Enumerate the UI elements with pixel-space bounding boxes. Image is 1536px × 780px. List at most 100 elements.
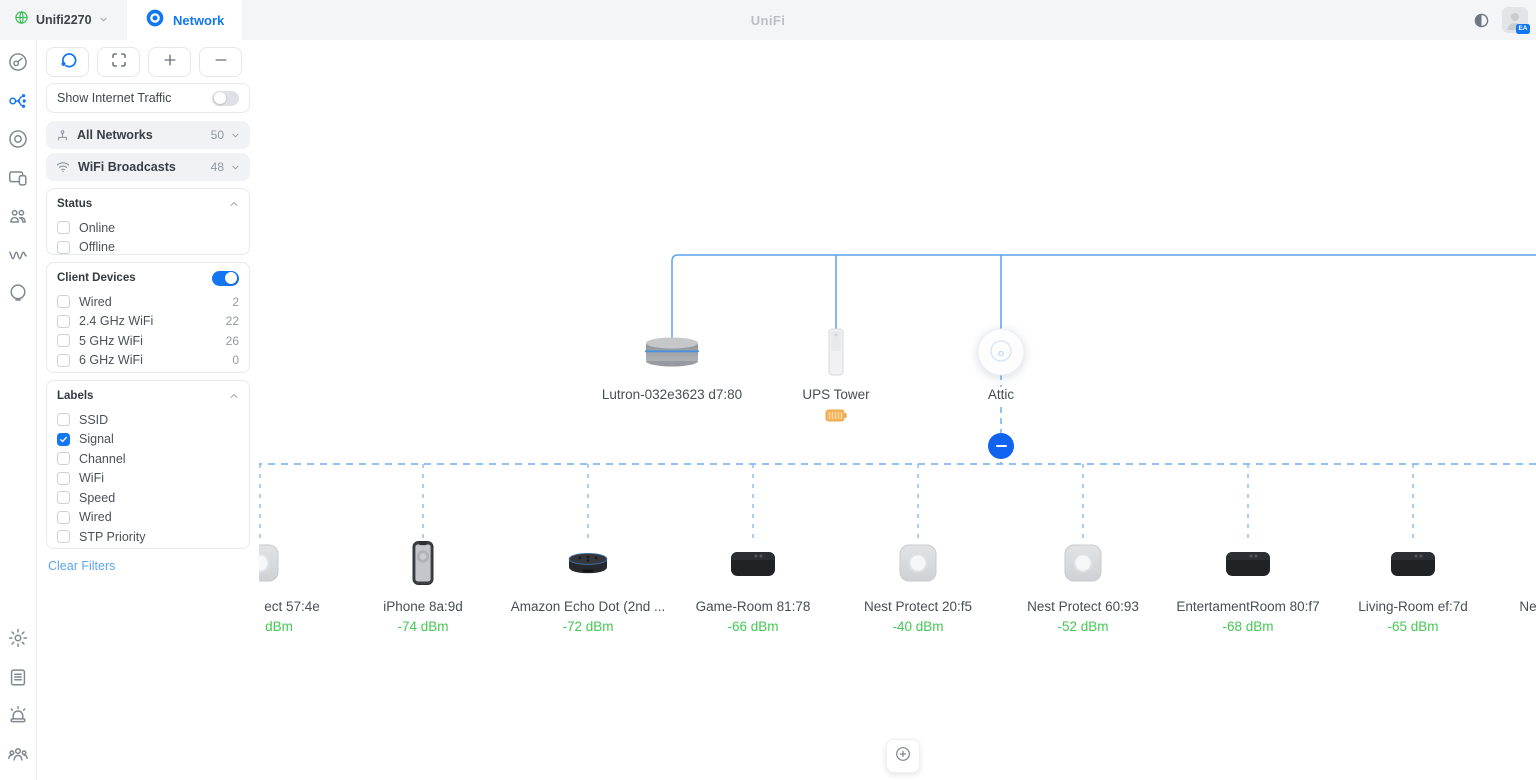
zoom-in-button[interactable] <box>148 47 191 77</box>
device-node-access-point[interactable] <box>977 328 1025 376</box>
dropdown-label: All Networks <box>77 128 153 142</box>
checkbox-6-ghz-wifi[interactable] <box>57 353 70 367</box>
recenter-icon <box>58 50 78 75</box>
rail-settings-gear-icon[interactable] <box>5 626 31 650</box>
option-label: WiFi <box>79 471 104 486</box>
canvas-toolbar <box>46 47 242 77</box>
rail-alerts-icon[interactable] <box>5 703 31 727</box>
show-internet-traffic-toggle[interactable] <box>212 90 239 106</box>
topbar: Unifi2270 Network UniFi EA <box>0 0 1536 40</box>
filter-option-wired: Wired <box>57 508 239 528</box>
checkbox-wired[interactable] <box>57 295 70 309</box>
chevron-down-icon <box>231 131 240 140</box>
filter-option-ssid: SSID <box>57 410 239 430</box>
section-title: Status <box>57 198 93 210</box>
checkbox-2-4-ghz-wifi[interactable] <box>57 314 70 328</box>
rail-clients-icon[interactable] <box>5 166 31 190</box>
device-label: UPS Tower <box>797 387 875 402</box>
checkbox-wifi[interactable] <box>57 471 70 485</box>
collapse-branch-button[interactable] <box>988 433 1014 459</box>
device-node-ups-tower[interactable] <box>828 328 844 376</box>
show-internet-traffic-label: Show Internet Traffic <box>57 91 172 105</box>
add-to-topology-button[interactable] <box>886 739 920 773</box>
tab-network-label: Network <box>173 12 225 28</box>
filter-option-stp-priority: STP Priority <box>57 527 239 547</box>
recenter-button[interactable] <box>46 47 89 77</box>
option-count: 2 <box>232 294 239 309</box>
site-selector[interactable]: Unifi2270 <box>14 0 108 40</box>
chevron-up-icon[interactable] <box>229 199 239 209</box>
site-name: Unifi2270 <box>36 13 92 27</box>
checkbox-channel[interactable] <box>57 452 70 466</box>
rail-system-log-icon[interactable] <box>5 665 31 689</box>
option-label: Offline <box>79 240 115 255</box>
rail-topology-icon[interactable] <box>5 89 31 113</box>
avatar[interactable]: EA <box>1502 7 1530 34</box>
checkbox-offline[interactable] <box>57 240 70 254</box>
filter-option-channel: Channel <box>57 449 239 469</box>
fullscreen-button[interactable] <box>97 47 140 77</box>
zoom-out-button[interactable] <box>199 47 242 77</box>
option-label: Channel <box>79 451 126 466</box>
client-signal-dbm: -66 dBm <box>727 619 779 634</box>
rail-insights-icon[interactable] <box>5 243 31 267</box>
client-node-nest-protect[interactable] <box>899 544 937 582</box>
filter-option-speed: Speed <box>57 488 239 508</box>
tab-network[interactable]: Network <box>127 0 243 40</box>
apple-tv-icon <box>730 549 776 577</box>
rail-unifi-devices-icon[interactable] <box>5 127 31 151</box>
chevron-down-icon <box>231 163 240 172</box>
chevron-down-icon <box>99 11 108 29</box>
rail-wifiman-icon[interactable] <box>5 281 31 305</box>
client-signal-dbm: -74 dBm <box>397 619 449 634</box>
checkbox-online[interactable] <box>57 221 70 235</box>
clear-filters-link[interactable]: Clear Filters <box>48 559 116 573</box>
theme-toggle-icon[interactable] <box>1473 12 1490 29</box>
client-node-echo-dot[interactable] <box>567 550 609 577</box>
option-label: 2.4 GHz WiFi <box>79 314 154 329</box>
lutron-bridge-icon <box>644 336 700 368</box>
option-count: 22 <box>225 314 239 329</box>
left-rail <box>0 40 37 780</box>
client-node-apple-tv[interactable] <box>1225 549 1271 577</box>
section-title: Client Devices <box>57 272 136 284</box>
client-node-iphone[interactable] <box>412 541 434 586</box>
filter-option-2-4-ghz-wifi: 2.4 GHz WiFi 22 <box>57 312 239 332</box>
client-label: ect 57:4e <box>259 599 325 614</box>
apple-tv-icon <box>1225 549 1271 577</box>
rail-guests-icon[interactable] <box>5 204 31 228</box>
client-label: Amazon Echo Dot (2nd ... <box>505 599 671 614</box>
client-devices-toggle[interactable] <box>212 270 239 286</box>
nest-protect-icon <box>1064 544 1102 582</box>
checkbox-speed[interactable] <box>57 491 70 505</box>
zoom-out-icon <box>212 51 230 74</box>
filter-option-signal: Signal <box>57 430 239 450</box>
client-label: Game-Room 81:78 <box>690 599 816 614</box>
client-node-apple-tv[interactable] <box>1390 549 1436 577</box>
client-label: EntertamentRoom 80:f7 <box>1171 599 1325 614</box>
client-label: Living-Room ef:7d <box>1353 599 1473 614</box>
client-label: Ne <box>1514 599 1536 614</box>
filter-option-wifi: WiFi <box>57 469 239 489</box>
rail-dashboard-icon[interactable] <box>5 50 31 74</box>
chevron-up-icon[interactable] <box>229 391 239 401</box>
client-node-apple-tv[interactable] <box>730 549 776 577</box>
device-node-lutron-bridge[interactable] <box>644 336 700 368</box>
checkbox-5-ghz-wifi[interactable] <box>57 334 70 348</box>
checkbox-ssid[interactable] <box>57 413 70 427</box>
checkbox-wired[interactable] <box>57 510 70 524</box>
wifi-icon <box>56 161 70 173</box>
option-count: 0 <box>232 353 239 368</box>
checkbox-stp-priority[interactable] <box>57 530 70 544</box>
echo-dot-icon <box>567 550 609 577</box>
rail-admins-icon[interactable] <box>5 742 31 766</box>
option-label: Wired <box>79 510 112 525</box>
client-node-nest-protect[interactable] <box>1064 544 1102 582</box>
option-label: Speed <box>79 490 116 505</box>
checkbox-signal[interactable] <box>57 432 70 446</box>
